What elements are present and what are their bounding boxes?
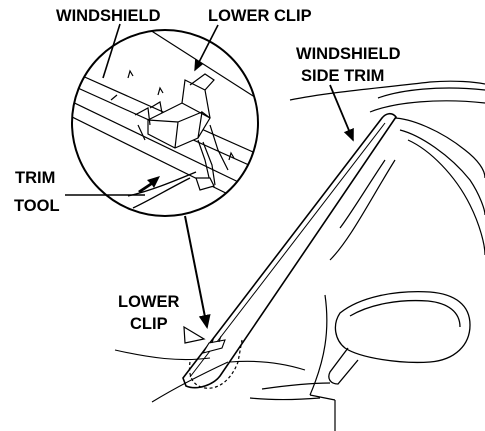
side-mirror xyxy=(328,291,471,385)
lower-clip-location xyxy=(188,335,243,389)
windshield-side-trim xyxy=(182,112,397,389)
label-windshield: WINDSHIELD xyxy=(56,7,161,25)
car-body-outline xyxy=(249,80,485,431)
windshield-leader xyxy=(102,23,121,79)
side-trim-leader xyxy=(329,84,354,142)
windshield-edge xyxy=(114,349,306,403)
label-trim-tool: TRIM TOOL xyxy=(14,169,60,215)
triangle-marker xyxy=(183,325,206,344)
insertion-arrow-icon xyxy=(138,176,160,193)
label-lower-clip-bottom: LOWER CLIP xyxy=(118,293,184,333)
label-side-trim: WINDSHIELD SIDE TRIM xyxy=(296,45,405,85)
lower-clip-top-leader xyxy=(194,24,219,72)
detail-leader-arrow xyxy=(184,215,211,329)
detail-view-circle xyxy=(71,29,259,217)
label-lower-clip-top: LOWER CLIP xyxy=(208,7,312,25)
